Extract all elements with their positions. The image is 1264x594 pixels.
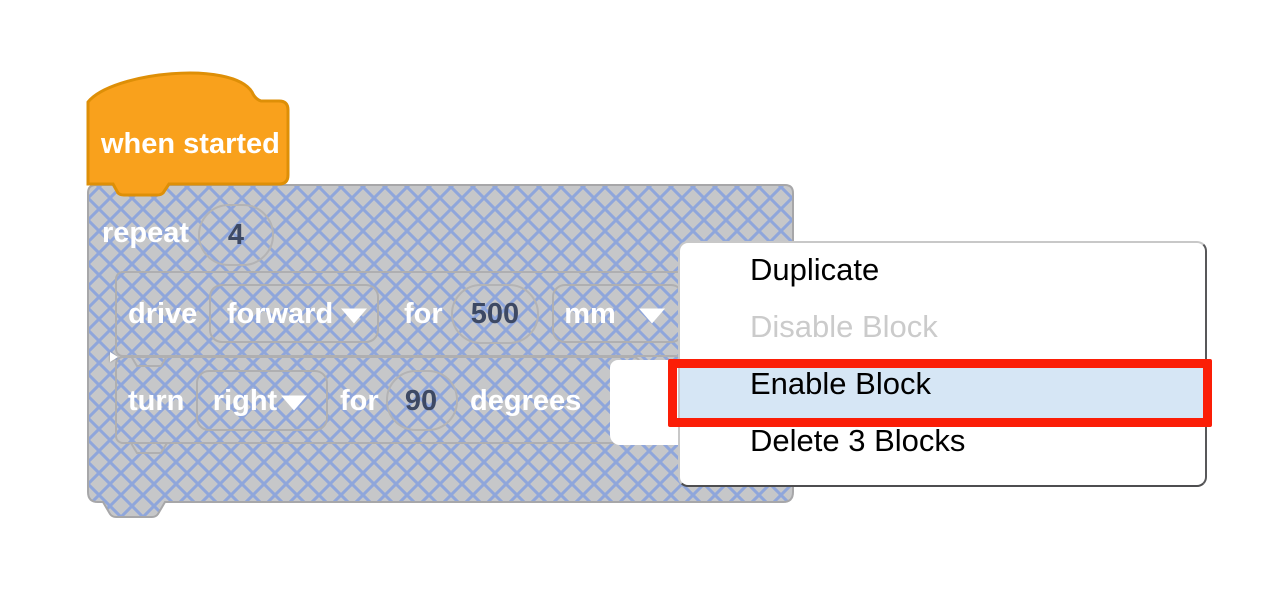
dropdown-caret-icon[interactable] [639, 308, 665, 324]
drive-distance-value[interactable]: 500 [470, 298, 520, 330]
turn-direction-dropdown-outline[interactable] [196, 370, 328, 431]
turn-for-label: for [340, 385, 379, 417]
drive-distance-input-outline[interactable] [451, 284, 539, 344]
turn-direction-value[interactable]: right [212, 385, 278, 417]
cursor-icon [110, 352, 118, 362]
menu-item-enable-block[interactable]: Enable Block [680, 366, 1205, 423]
dropdown-caret-icon[interactable] [281, 395, 307, 411]
turn-label: turn [128, 385, 185, 417]
turn-angle-input-outline[interactable] [386, 370, 458, 431]
repeat-count-input-outline[interactable] [198, 204, 274, 266]
drive-direction-dropdown-outline[interactable] [209, 284, 379, 343]
drive-direction-value[interactable]: forward [226, 298, 334, 330]
repeat-count-value[interactable]: 4 [227, 219, 245, 251]
turn-degrees-label: degrees [470, 385, 582, 417]
menu-item-duplicate[interactable]: Duplicate [750, 252, 880, 287]
hat-block-label: when started [101, 128, 280, 160]
menu-item-disable-block: Disable Block [750, 309, 938, 344]
repeat-label: repeat [102, 217, 190, 249]
block-context-menu: Duplicate Disable Block Enable Block Del… [678, 241, 1207, 487]
drive-for-label: for [404, 298, 443, 330]
menu-left-white-patch [610, 360, 680, 445]
when-started-hat-block[interactable] [86, 71, 290, 197]
block-notch [130, 442, 168, 454]
block-notch [130, 355, 168, 367]
dropdown-caret-icon[interactable] [341, 308, 367, 324]
drive-label: drive [128, 298, 198, 330]
turn-angle-value[interactable]: 90 [404, 385, 438, 417]
drive-unit-value[interactable]: mm [564, 298, 616, 330]
menu-item-delete-blocks[interactable]: Delete 3 Blocks [750, 423, 966, 458]
